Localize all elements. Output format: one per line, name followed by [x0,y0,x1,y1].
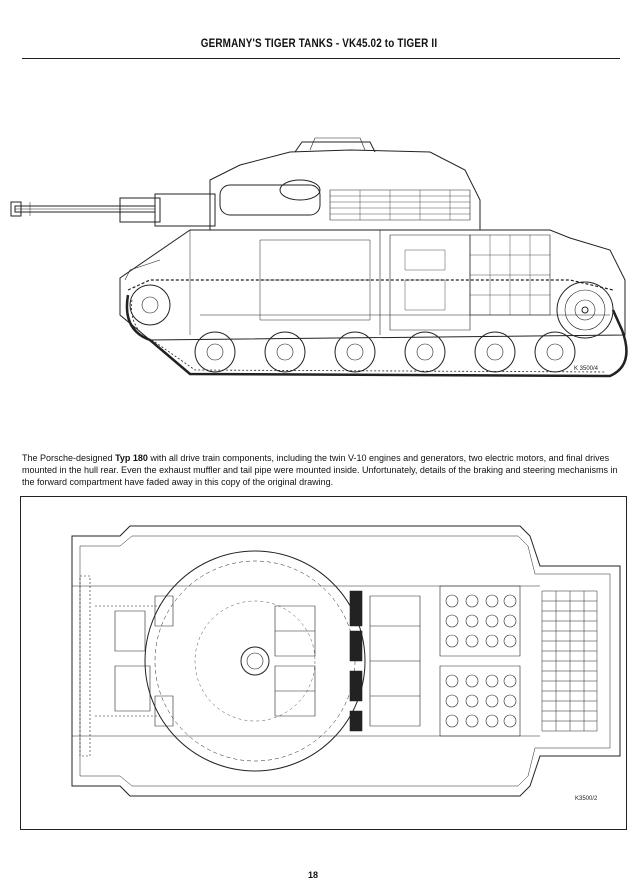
caption-post: with all drive train components, includi… [22,453,618,487]
drawing-frame [21,497,627,830]
v10-engines [440,586,520,736]
top-view-drawing: K3500/2 [20,496,627,830]
page-header-title: GERMANY'S TIGER TANKS - VK45.02 to TIGER… [200,38,438,50]
turret [210,138,480,230]
rear-radiator [542,591,597,731]
caption-pre: The Porsche-designed [22,453,116,463]
caption-model-name: Typ 180 [115,453,148,463]
forward-compartment [80,576,173,756]
hull [120,230,625,340]
electric-motors [275,591,420,731]
page-number: 18 [308,870,319,880]
header-rule [22,58,620,59]
side-view-drawing: K 3500/4 [10,130,636,385]
drawing-caption: The Porsche-designed Typ 180 with all dr… [22,452,622,488]
turret-ring [145,551,365,771]
drive-sprocket [557,282,613,338]
track [127,280,627,376]
top-view-code: K3500/2 [575,796,598,802]
hull-top-outline [72,526,620,796]
gun-barrel [11,194,215,226]
idler-wheel [130,285,170,325]
side-view-code: K 3500/4 [574,366,599,372]
